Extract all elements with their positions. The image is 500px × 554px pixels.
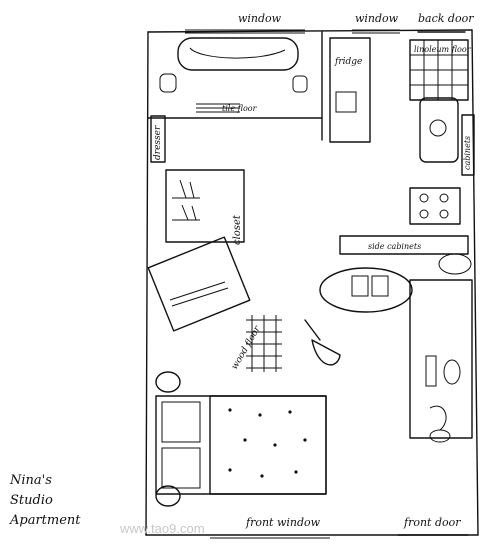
pillow-1 [161, 401, 201, 443]
watermark: www.tao9.com [119, 521, 205, 536]
side-cabinets: side cabinets [339, 235, 469, 255]
plan-title: Nina's Studio Apartment [9, 473, 81, 528]
bed-blanket [209, 395, 327, 495]
kitchen-table [419, 97, 459, 163]
bath-sink [292, 75, 308, 93]
kitchen: fridge linoleum floor cabinets [329, 37, 475, 225]
dresser-label: dresser [153, 125, 163, 160]
floor-lamp [304, 319, 341, 366]
bookshelf [147, 236, 251, 332]
desk [409, 253, 473, 443]
desk-chair [429, 429, 451, 443]
window-kitchen: window [352, 12, 400, 34]
bed-frame [155, 395, 327, 495]
chair-right [371, 275, 389, 297]
bathroom: tile floor [147, 31, 323, 141]
title-line-1: Nina's [9, 473, 52, 488]
keyboard [425, 355, 437, 387]
chair-left [351, 275, 369, 297]
toilet [159, 73, 177, 93]
back-door: back door [417, 12, 474, 33]
front-door-label: front door [403, 516, 461, 529]
wood-floor-label: wood floor [230, 324, 263, 371]
closet: closet [165, 169, 245, 245]
outer-walls [145, 29, 479, 536]
table-item [429, 119, 447, 137]
wood-floor: wood floor [230, 315, 282, 372]
front-window-label: front window [245, 516, 321, 529]
oval-rug [319, 267, 413, 313]
sofa-area [319, 267, 413, 313]
side-cabinets-label: side cabinets [368, 242, 421, 251]
computer-mouse [443, 359, 461, 385]
cabinets-label: cabinets [463, 136, 472, 170]
bathtub [177, 37, 299, 71]
dresser: dresser [150, 115, 166, 163]
desk-lamp [438, 253, 472, 275]
front-window: front window [210, 516, 330, 539]
window-top: window [185, 12, 305, 34]
tile-floor-label: tile floor [222, 104, 258, 113]
window-top-label: window [238, 12, 282, 25]
back-door-label: back door [418, 12, 474, 25]
stove [409, 187, 461, 225]
bed [155, 371, 327, 507]
fridge-label: fridge [334, 57, 362, 67]
closet-label: closet [232, 214, 243, 245]
nightstand-top [155, 371, 181, 393]
front-door: front door [397, 516, 469, 536]
cabinets [461, 114, 475, 176]
title-line-2: Studio [10, 493, 53, 508]
linoleum-label: linoleum floor [414, 45, 472, 54]
long-desk [409, 279, 473, 439]
nightstand-bottom [155, 485, 181, 507]
title-line-3: Apartment [9, 513, 81, 528]
kitchen-sink [335, 91, 357, 113]
window-kitchen-label: window [355, 12, 399, 25]
pillow-2 [161, 447, 201, 489]
